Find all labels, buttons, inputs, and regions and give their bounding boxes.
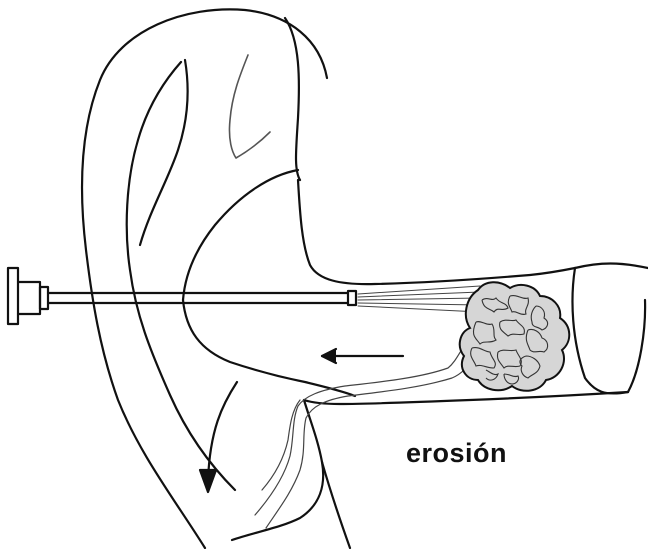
syringe-body [8, 268, 18, 324]
erosion-label: erosión [406, 438, 507, 469]
water-jet [358, 286, 480, 312]
flow-arrow [322, 349, 403, 363]
syringe-collar [40, 287, 48, 309]
ear-helix-outer [82, 9, 327, 548]
wax-mass [460, 282, 570, 391]
ear-canal-end-right [628, 300, 645, 392]
ear-concha-lower [183, 300, 355, 396]
ear-canal-floor [304, 392, 628, 404]
syringe-tip [348, 291, 356, 305]
ear-lobule-edge [322, 462, 350, 548]
ear-helix-inner [285, 18, 300, 180]
syringe-hub [18, 282, 40, 314]
ear-tragus [232, 400, 323, 540]
ear-canal-end-left [572, 268, 628, 393]
ear-fossa [229, 55, 270, 158]
ear-canal-end-top [575, 264, 648, 269]
ear-canal-roof [298, 180, 575, 284]
ear-crus-upper [140, 60, 188, 245]
ear-canal-upper-wall [183, 170, 298, 300]
drain-arrow [200, 382, 237, 492]
return-flow [255, 340, 478, 528]
ear-antihelix [127, 62, 235, 490]
